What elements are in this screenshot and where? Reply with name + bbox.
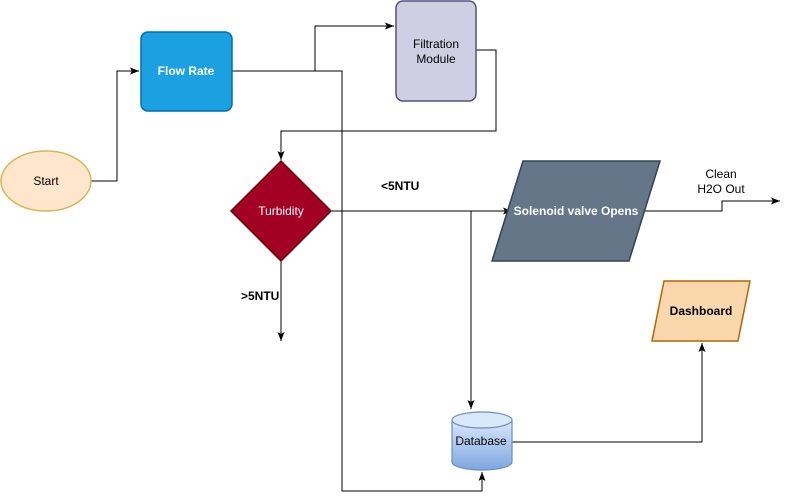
flow-rate-label: Flow Rate <box>158 64 215 78</box>
dashboard-node[interactable]: Dashboard <box>651 280 751 342</box>
edge-label-clean-line2: H2O Out <box>697 182 745 196</box>
database-node[interactable]: Database <box>451 411 513 471</box>
edge-label-clean-line1: Clean <box>705 167 736 181</box>
start-node[interactable]: Start <box>0 150 92 212</box>
start-label: Start <box>33 174 59 188</box>
edge-solenoid-to-output <box>645 197 780 212</box>
edge-database-to-dashboard <box>512 343 706 443</box>
solenoid-label: Solenoid valve Opens <box>514 204 639 218</box>
edge-flow-rate-to-filtration <box>232 22 394 72</box>
turbidity-label: Turbidity <box>258 204 304 218</box>
edge-label-greater-than-5ntu: >5NTU <box>241 289 279 303</box>
filtration-module-node[interactable]: Filtration Module <box>395 0 477 102</box>
turbidity-decision-node[interactable]: Turbidity <box>229 159 333 263</box>
filtration-label-line2: Module <box>416 52 456 66</box>
edge-flow-rate-to-database <box>315 70 486 492</box>
edge-filtration-to-turbidity <box>277 49 497 160</box>
dashboard-label: Dashboard <box>670 304 733 318</box>
flow-rate-node[interactable]: Flow Rate <box>140 31 233 112</box>
database-label: Database <box>455 434 507 448</box>
solenoid-valve-node[interactable]: Solenoid valve Opens <box>490 160 662 262</box>
filtration-label-line1: Filtration <box>413 37 459 51</box>
edge-start-to-flow-rate <box>91 67 139 182</box>
edge-label-less-than-5ntu: <5NTU <box>381 179 419 193</box>
